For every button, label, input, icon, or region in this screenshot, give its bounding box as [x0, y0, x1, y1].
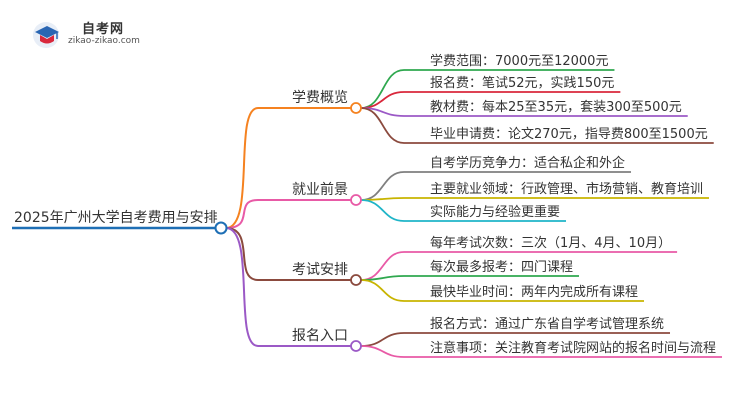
leaf-node-label[interactable]: 最快毕业时间：两年内完成所有课程: [430, 284, 638, 300]
branch-node-label[interactable]: 就业前景: [292, 181, 348, 198]
branch-junction-circle[interactable]: [350, 274, 362, 286]
leaf-node-label[interactable]: 报名方式：通过广东省自学考试管理系统: [430, 316, 664, 332]
leaf-connector: [360, 275, 405, 281]
branch-connector: [225, 107, 259, 229]
branch-connector: [225, 227, 259, 347]
root-node-label: 2025年广州大学自考费用与安排: [14, 210, 218, 226]
branch-junction-circle[interactable]: [350, 102, 362, 114]
leaf-connector: [360, 171, 405, 201]
leaf-connector: [360, 69, 405, 109]
branch-node-label[interactable]: 学费概览: [292, 90, 348, 106]
leaf-node-label[interactable]: 教材费：每本25至35元，套装300至500元: [430, 99, 682, 115]
leaf-node-label[interactable]: 自考学历竞争力：适合私企和外企: [430, 155, 625, 171]
site-logo[interactable]: 自考网 zikao-zikao.com: [30, 18, 150, 50]
branch-junction-circle[interactable]: [350, 340, 362, 352]
leaf-connector: [360, 199, 405, 222]
leaf-node-label[interactable]: 注意事项：关注教育考试院网站的报名时间与流程: [430, 340, 716, 356]
branch-node-label[interactable]: 报名入口: [292, 328, 348, 344]
leaf-node-label[interactable]: 报名费：笔试52元，实践150元: [430, 75, 614, 91]
graduation-cap-logo-icon: [33, 22, 59, 48]
branch-node-label[interactable]: 考试安排: [292, 262, 348, 278]
branch-connector: [225, 199, 259, 229]
root-junction-circle[interactable]: [214, 221, 228, 235]
logo-subtitle: zikao-zikao.com: [68, 36, 140, 46]
leaf-node-label[interactable]: 每年考试次数：三次（1月、4月、10月）: [430, 235, 671, 251]
leaf-node-label[interactable]: 每次最多报考：四门课程: [430, 259, 573, 275]
leaf-node-label[interactable]: 实际能力与经验更重要: [430, 204, 560, 220]
leaf-node-label[interactable]: 学费范围：7000元至12000元: [430, 53, 608, 69]
branch-connector: [225, 227, 259, 281]
leaf-connector: [360, 91, 405, 109]
leaf-connector: [360, 345, 405, 358]
leaf-node-label[interactable]: 毕业申请费：论文270元，指导费800至1500元: [430, 127, 708, 142]
branch-junction-circle[interactable]: [350, 194, 362, 206]
leaf-connector: [360, 107, 405, 144]
leaf-connector: [360, 332, 405, 347]
leaf-node-label[interactable]: 主要就业领域：行政管理、市场营销、教育培训: [430, 181, 703, 197]
leaf-connector: [360, 279, 405, 302]
logo-title: 自考网: [82, 22, 125, 37]
